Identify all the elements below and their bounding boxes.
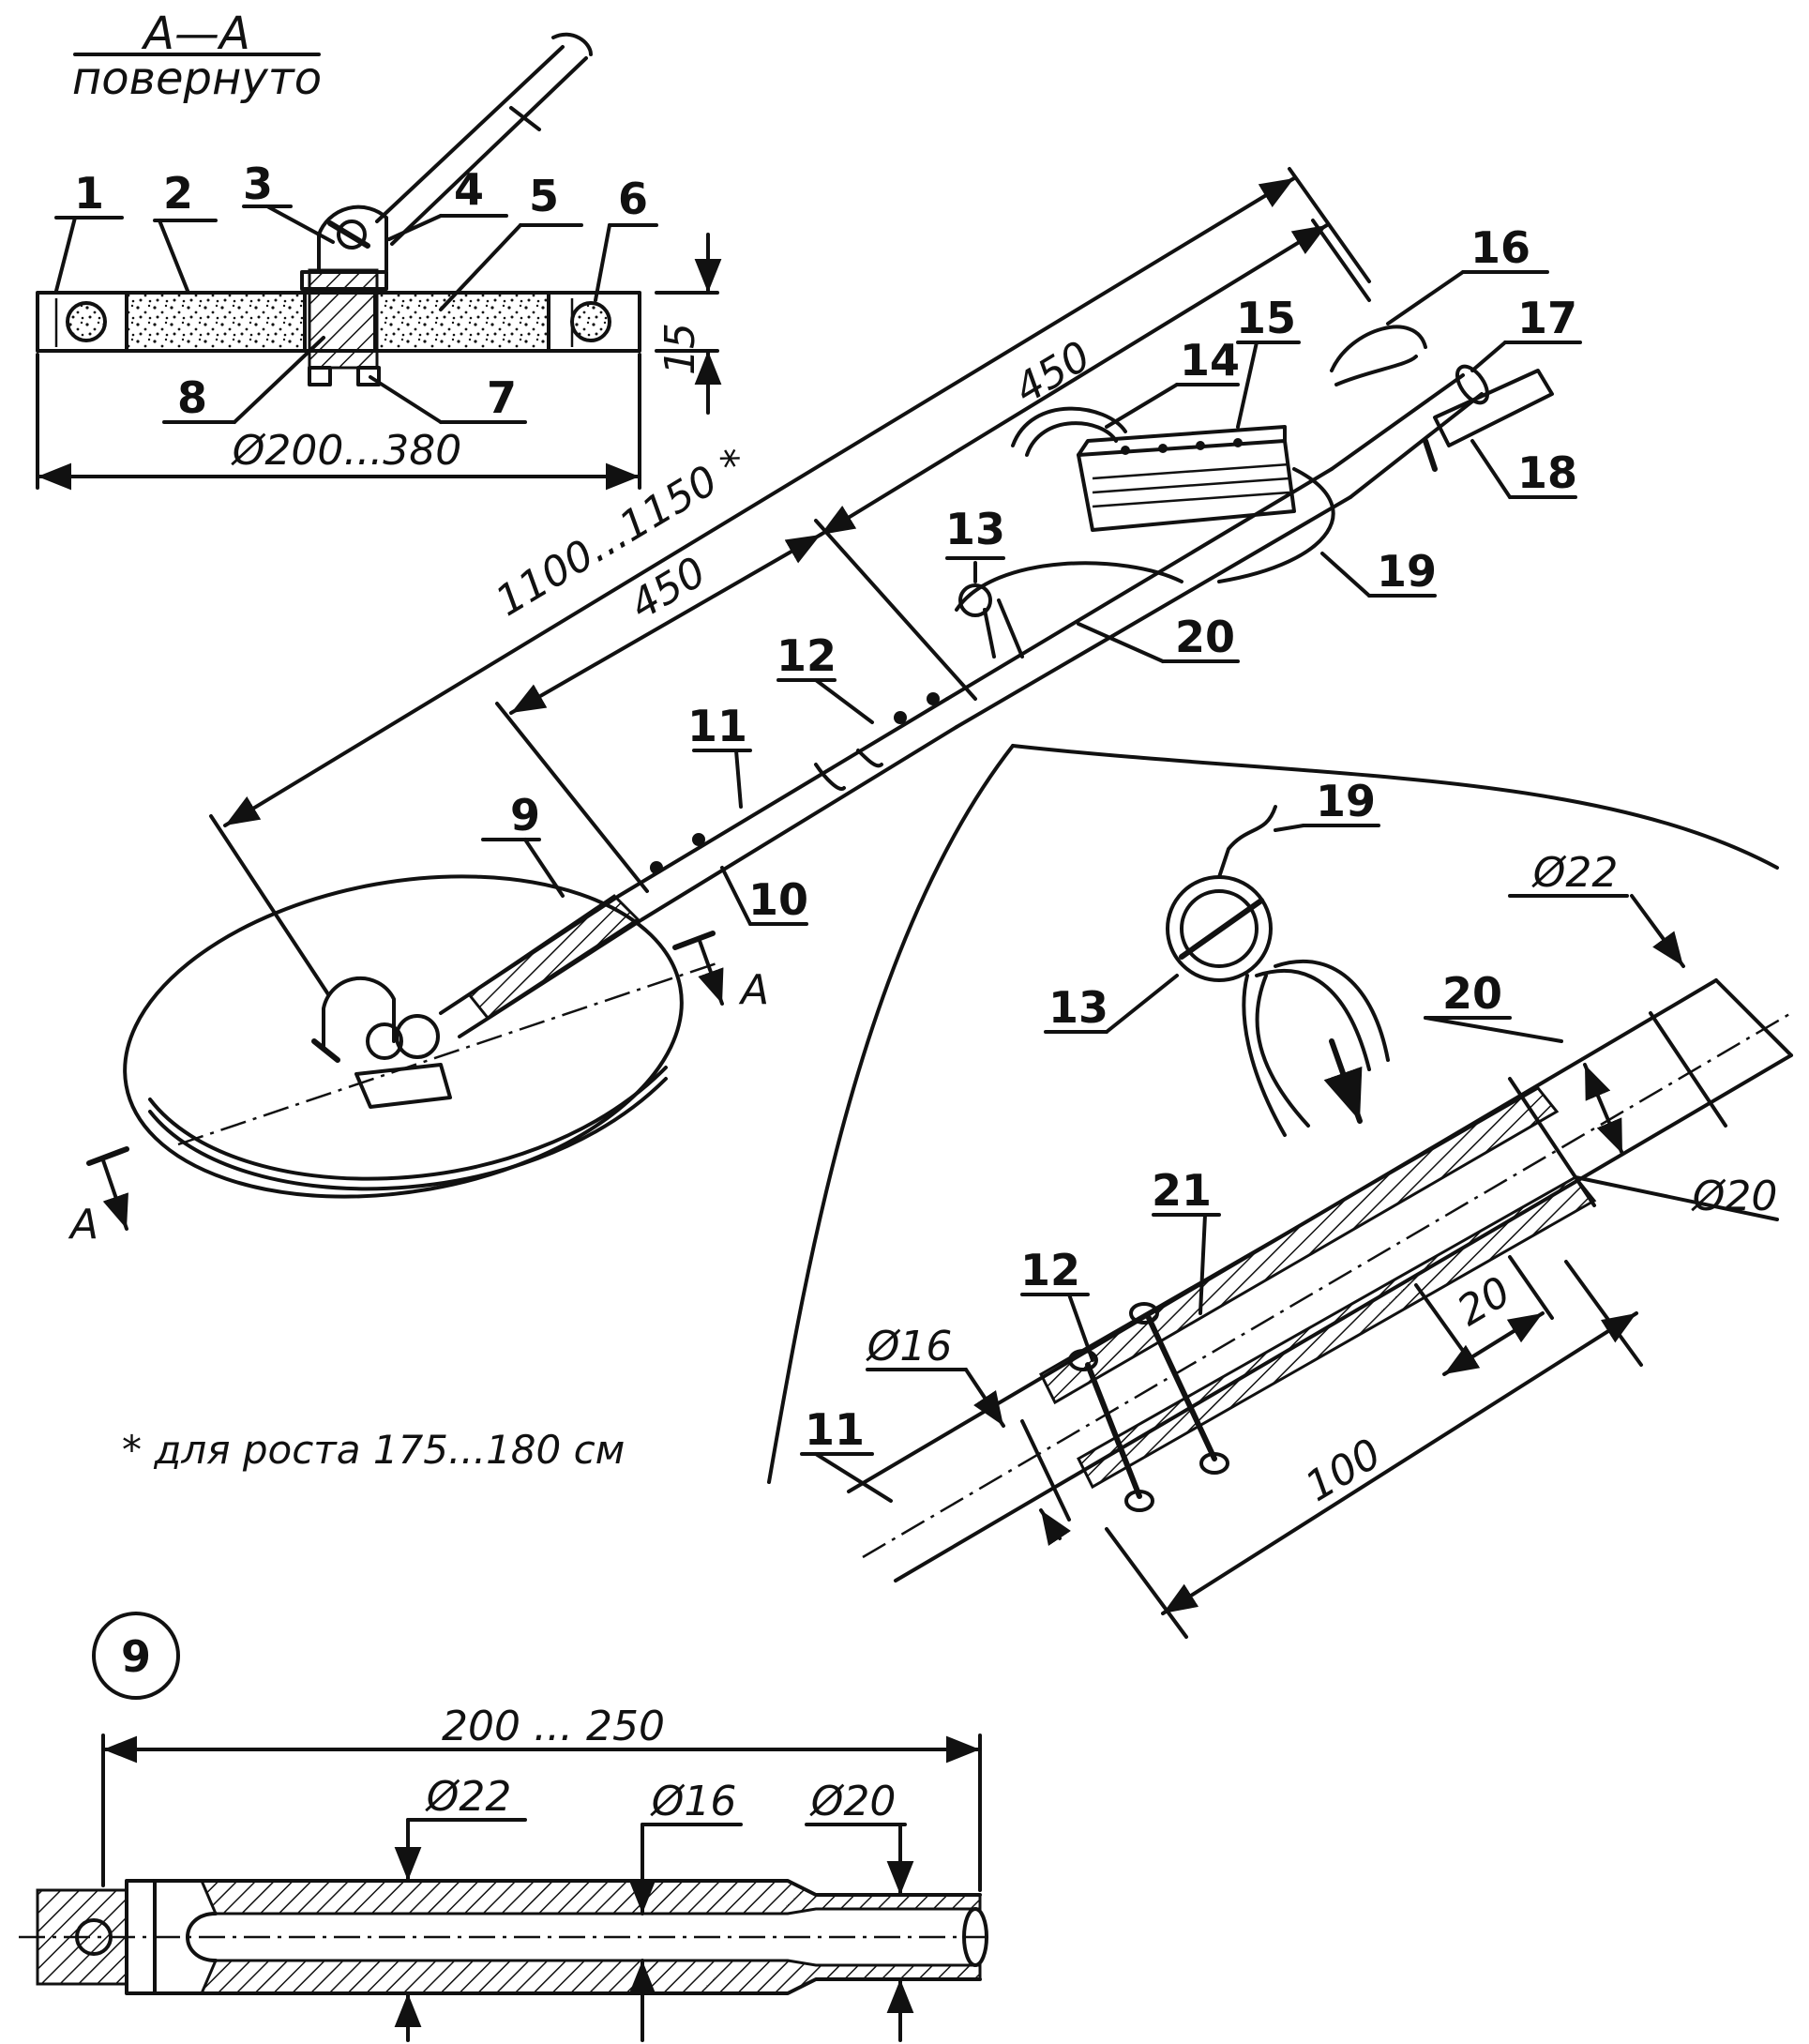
dim-part9-d16: Ø16 [650, 1778, 737, 1825]
search-coil [123, 874, 684, 1199]
part-9-detail: 9 200 ... 250 Ø22 Ø16 Ø20 [19, 1612, 988, 2042]
dim-section-height: 15 [656, 323, 704, 375]
section-aa: А—А повернуто [36, 8, 722, 491]
coil-winding-left [66, 301, 107, 342]
callout-14: 14 [1180, 335, 1240, 386]
callout-11: 11 [687, 701, 747, 751]
callout-18: 18 [1517, 447, 1577, 498]
dim-detail-d16: Ø16 [866, 1323, 953, 1370]
part-9-number: 9 [121, 1631, 151, 1682]
dim-part9-length: 200 ... 250 [442, 1703, 665, 1750]
dim-detail-d20: Ø20 [1691, 1173, 1778, 1220]
rod-part-9 [466, 894, 641, 1021]
dim-detail-d22: Ø22 [1531, 849, 1619, 897]
section-subtitle: повернуто [72, 53, 322, 105]
height-note: * для роста 175...180 см [122, 1427, 625, 1473]
dim-total-length: 1100...1150 * [488, 439, 755, 626]
callout-20: 20 [1175, 612, 1235, 662]
section-marker-left: A [68, 1201, 98, 1249]
callout-7: 7 [487, 372, 517, 423]
coupling-detail: 19 13 20 21 12 11 Ø22 Ø20 Ø16 20 100 [767, 744, 1793, 1639]
callout-13: 13 [945, 504, 1005, 554]
callout-12-detail: 12 [1020, 1245, 1080, 1295]
callout-13-detail: 13 [1048, 982, 1108, 1033]
callout-15: 15 [1236, 293, 1296, 343]
coil-winding-right [570, 301, 611, 342]
dim-part9-d20: Ø20 [809, 1778, 897, 1825]
part-9-upper-wall [199, 1879, 982, 1915]
section-title: А—А [141, 8, 250, 60]
dim-section-diameter: Ø200...380 [231, 427, 462, 475]
callout-17: 17 [1517, 293, 1577, 343]
callout-20-detail: 20 [1442, 968, 1502, 1019]
callout-16: 16 [1470, 222, 1530, 273]
callout-5: 5 [529, 171, 559, 221]
part-9-lower-wall [199, 1959, 982, 1995]
callout-9: 9 [510, 790, 540, 840]
callout-21: 21 [1152, 1165, 1212, 1216]
part-9-circle [92, 1612, 180, 1700]
dim-lower-450: 450 [622, 548, 714, 629]
callout-3: 3 [243, 159, 273, 209]
callout-19: 19 [1377, 546, 1437, 597]
callout-11-detail: 11 [805, 1404, 865, 1455]
foam-insert-left [125, 291, 307, 353]
dim-part9-d22: Ø22 [425, 1773, 512, 1821]
callout-6: 6 [618, 174, 648, 224]
foam-insert-right [373, 291, 550, 353]
callout-19-detail: 19 [1316, 776, 1376, 826]
callout-1: 1 [74, 168, 104, 219]
callout-12: 12 [776, 630, 837, 681]
callout-10: 10 [748, 874, 808, 925]
mount-bolt [308, 268, 379, 370]
callout-2: 2 [163, 168, 193, 219]
callout-8: 8 [177, 372, 207, 423]
callout-4: 4 [454, 164, 484, 215]
section-marker-right: A [738, 966, 769, 1014]
